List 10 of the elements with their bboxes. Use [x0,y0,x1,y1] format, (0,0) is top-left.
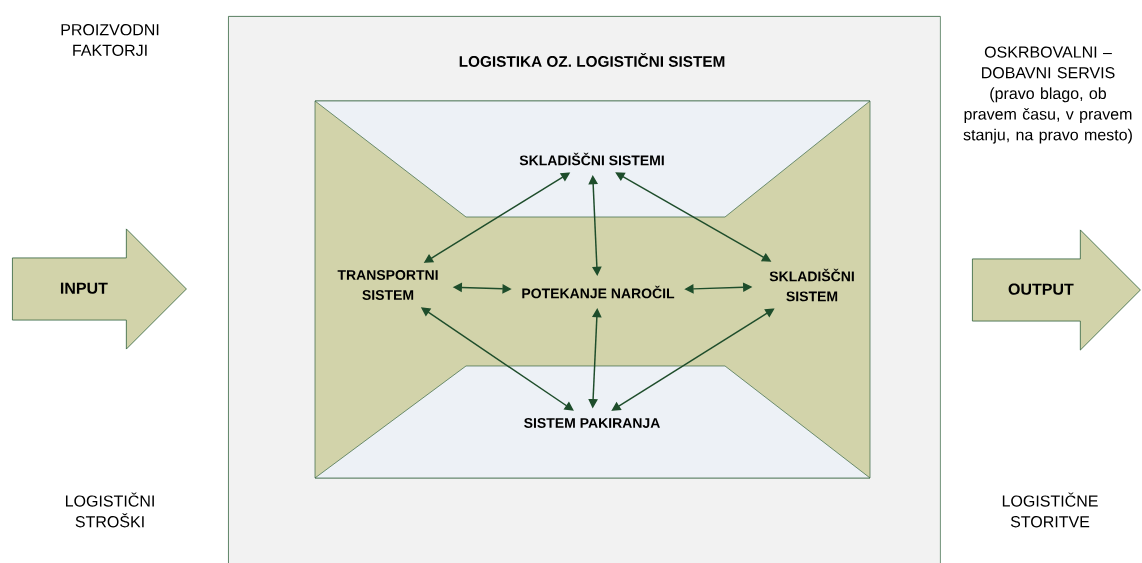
corner-label: OSKRBOVALNI – DOBAVNI SERVIS (pravo blago, ob pravem času, v pravem stanju, na pravo mesto) [963,46,1132,144]
section-label: SKLADIŠČNI SISTEMI [519,152,664,166]
center-label: POTEKANJE NAROČIL [522,285,675,299]
section-label: SISTEM PAKIRANJA [524,418,660,428]
section-label: SKLADIŠČNI SISTEM [769,268,854,302]
corner-label: PROIZVODNI FAKTORJI [61,24,159,56]
section-label: TRANSPORTNI SISTEM [337,270,438,300]
double-arrow [588,175,602,276]
corner-label: LOGISTIČNI STROŠKI [66,492,154,528]
corner-label: LOGISTIČNE STORITVE [1002,492,1098,528]
